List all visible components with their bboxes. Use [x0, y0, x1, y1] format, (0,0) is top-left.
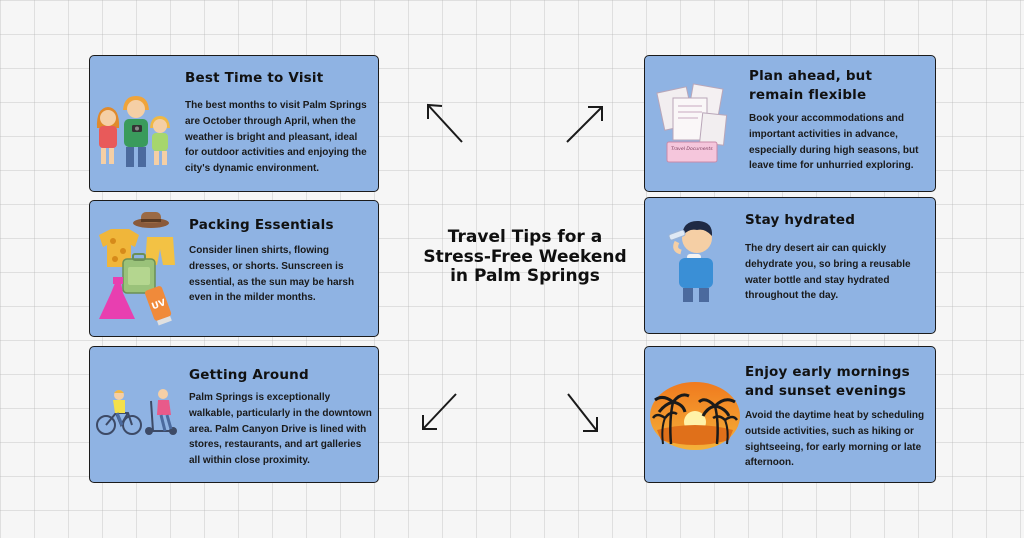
arrow-up-right-icon [566, 106, 603, 143]
arrow-down-left-icon [422, 393, 457, 430]
arrow-down-right-icon [567, 393, 598, 432]
clothes-suitcase-icon: UV [99, 212, 175, 326]
page-title: Travel Tips for a Stress-Free Weekend in… [423, 227, 627, 286]
card-body: Palm Springs is exceptionally walkable, … [189, 392, 372, 467]
card-early-mornings: Enjoy early mornings and sunset evenings… [644, 346, 936, 483]
card-heading: Stay hydrated [745, 212, 856, 228]
sunscreen-label: UV [150, 298, 167, 312]
card-body: Consider linen shirts, flowing dresses, … [189, 245, 355, 304]
card-heading: Enjoy early mornings and sunset evenings [745, 364, 910, 399]
documents-label: Travel Documents [671, 146, 713, 152]
family-tourists-icon [96, 96, 170, 167]
card-packing-essentials: UV Packing Essentials Consider linen shi… [89, 200, 379, 337]
card-getting-around: Getting Around Palm Springs is exception… [89, 346, 379, 483]
card-best-time-to-visit: Best Time to Visit The best months to vi… [89, 55, 379, 192]
card-heading: Best Time to Visit [185, 70, 324, 86]
card-stay-hydrated: Stay hydrated The dry desert air can qui… [644, 197, 936, 334]
card-body: The dry desert air can quickly dehydrate… [745, 243, 911, 302]
card-body: Book your accommodations and important a… [749, 113, 919, 172]
card-body: The best months to visit Palm Springs ar… [185, 100, 367, 175]
card-heading: Getting Around [189, 367, 309, 383]
boy-drinking-water-icon [668, 220, 713, 302]
travel-documents-icon: Travel Documents [656, 83, 728, 163]
sunset-palms-icon [650, 382, 740, 450]
cyclist-scooter-icon [96, 389, 177, 435]
card-plan-ahead: Travel Documents Plan ahead, but remain … [644, 55, 936, 192]
card-heading: Packing Essentials [189, 217, 334, 233]
card-body: Avoid the daytime heat by scheduling out… [745, 410, 925, 469]
arrow-up-left-icon [427, 103, 463, 143]
card-heading: Plan ahead, but remain flexible [749, 68, 873, 103]
